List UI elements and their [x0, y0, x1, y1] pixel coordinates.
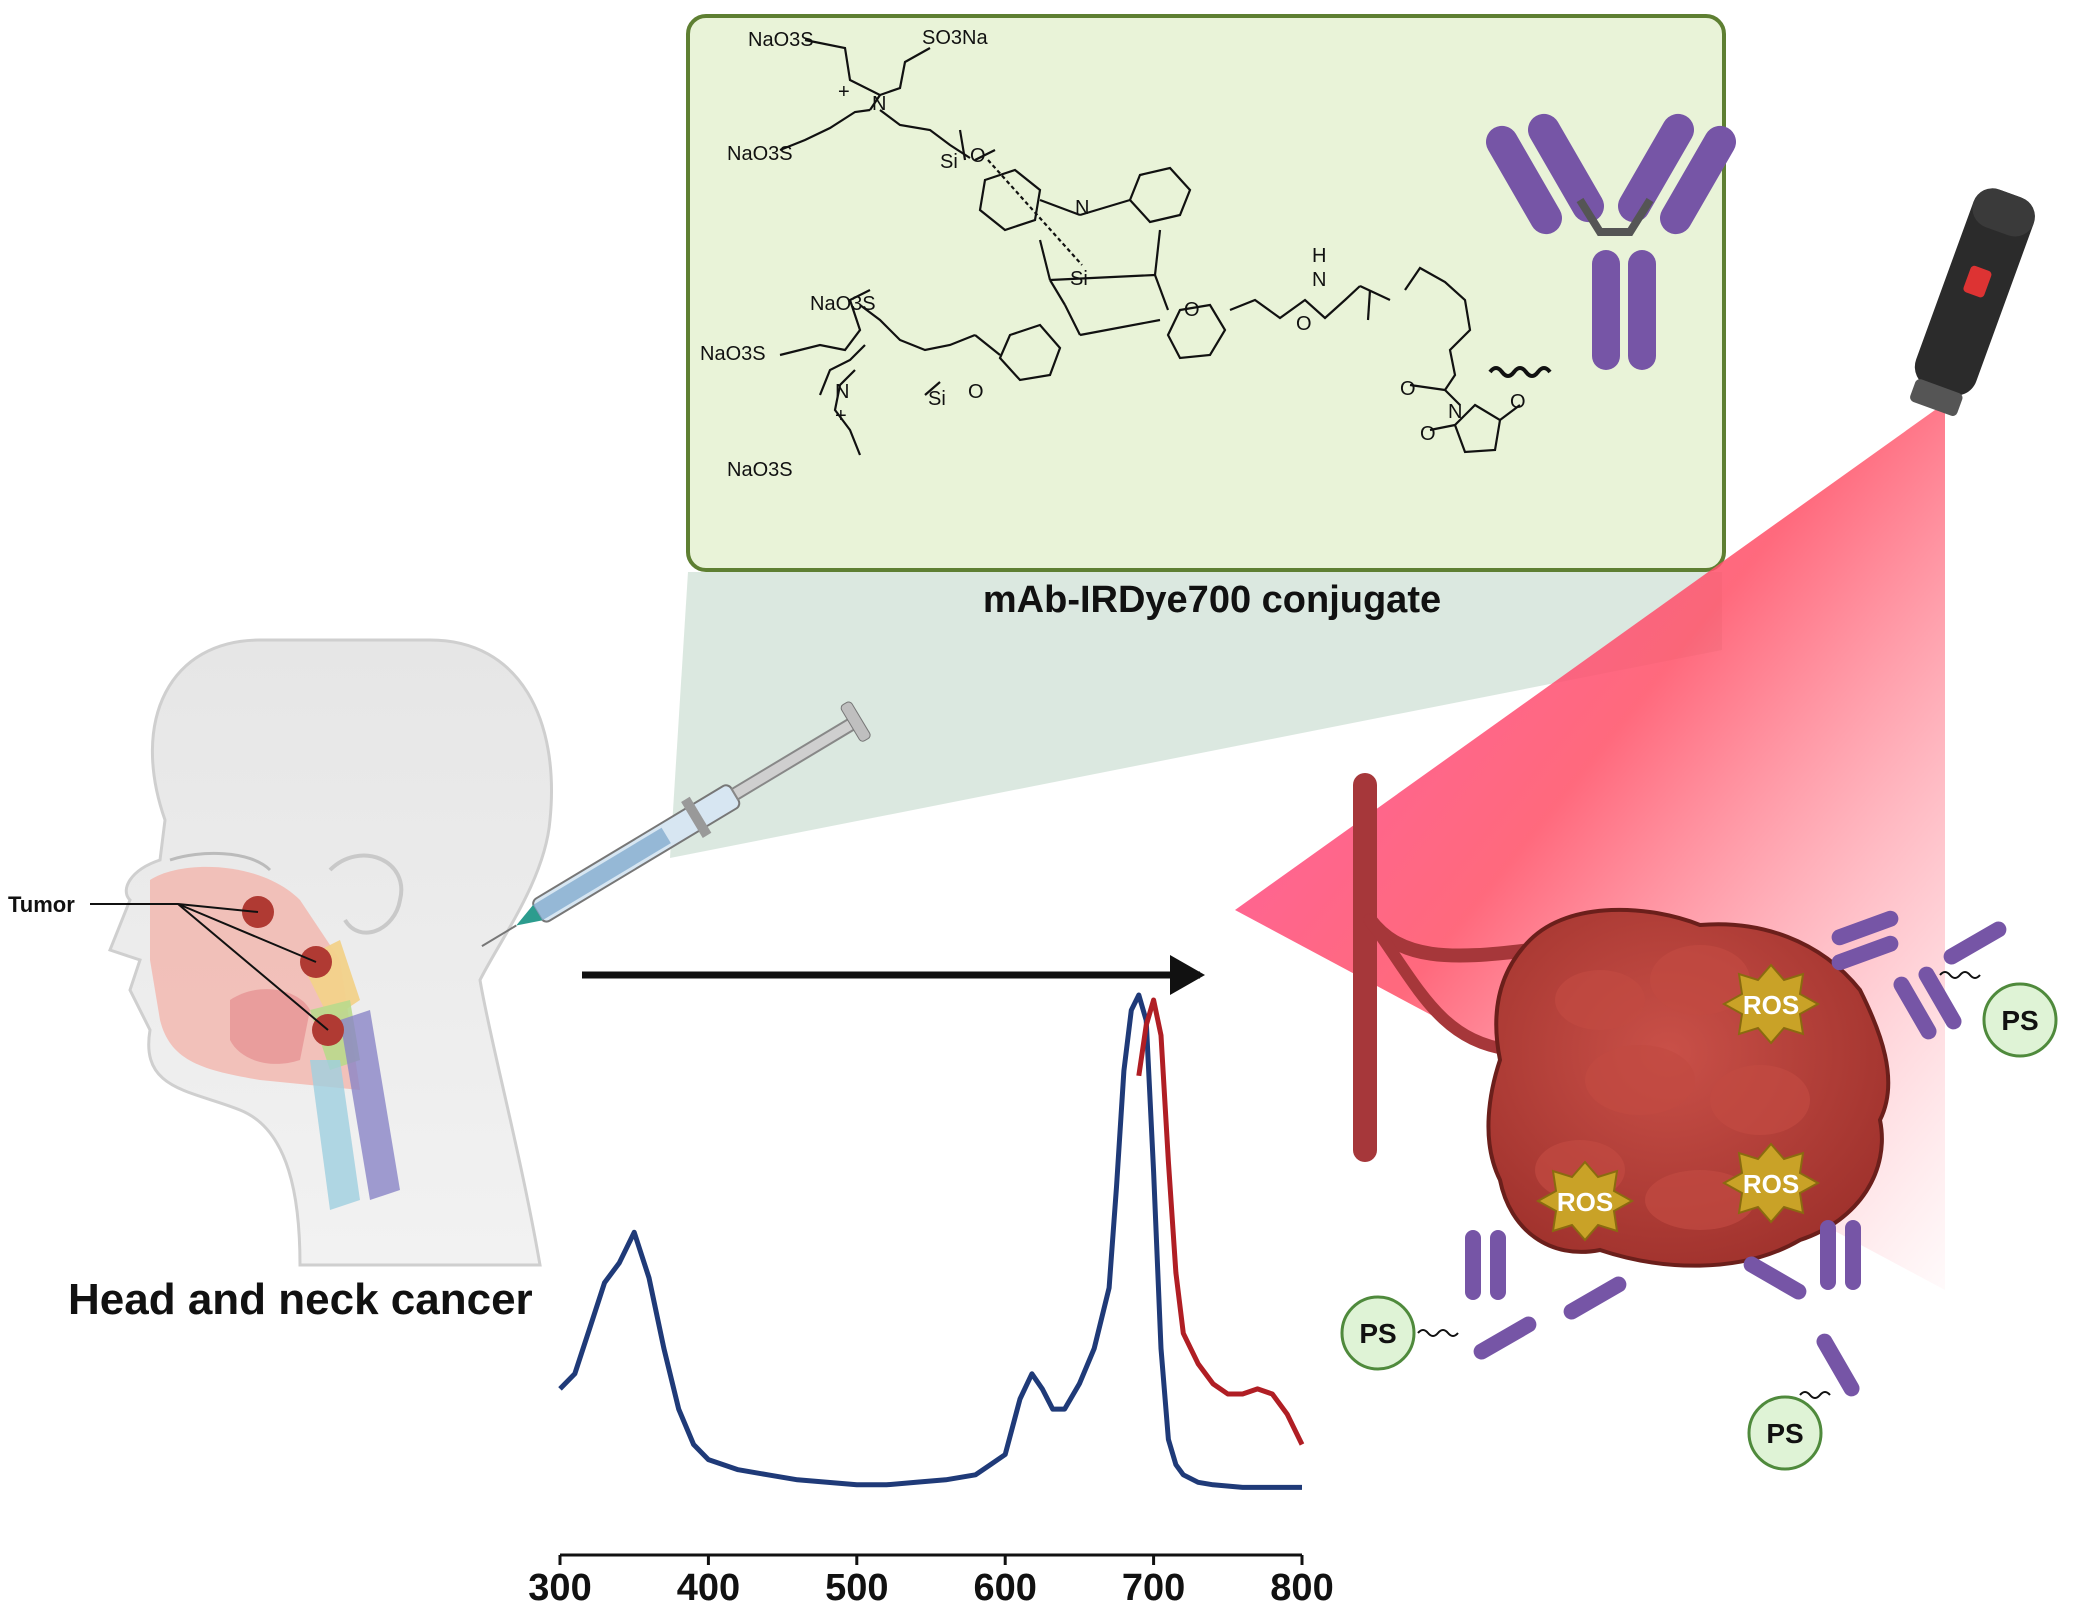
syringe-icon — [481, 701, 871, 947]
ros-burst: ROS — [1535, 1160, 1635, 1242]
x-tick-label: 800 — [1270, 1567, 1333, 1608]
x-tick-label: 400 — [677, 1567, 740, 1608]
atom-label: NaO3S — [700, 343, 766, 365]
absorption-curve — [558, 992, 1302, 1490]
antibody-icon — [1743, 1220, 1861, 1397]
atom-label: O — [1510, 391, 1526, 413]
atom-label: + — [835, 405, 847, 427]
atom-label: N — [1312, 269, 1326, 291]
atom-label: O — [970, 145, 986, 167]
atom-label: NaO3S — [810, 293, 876, 315]
structure-box — [686, 14, 1726, 572]
atom-label: H — [1312, 245, 1326, 267]
atom-label: Si — [940, 151, 958, 173]
atom-label: NaO3S — [727, 459, 793, 481]
atom-label: O — [1296, 313, 1312, 335]
atom-label: N — [1448, 401, 1462, 423]
head-anatomy-icon — [90, 638, 553, 1267]
ros-label: ROS — [1557, 1187, 1613, 1217]
atom-label: SO3Na — [922, 27, 988, 49]
zoom-fan — [670, 572, 1722, 858]
atom-label: + — [838, 81, 850, 103]
x-tick-label: 700 — [1122, 1567, 1185, 1608]
laser-pointer-icon — [1910, 188, 2035, 416]
atom-label: Si — [928, 388, 946, 410]
atom-label: O — [1184, 299, 1200, 321]
antibody-icon — [1486, 113, 1736, 370]
tumor-label: Tumor — [8, 892, 75, 917]
patient-caption: Head and neck cancer — [68, 1275, 533, 1324]
atom-label: N — [835, 381, 849, 403]
arrow-head-icon — [1170, 955, 1205, 995]
atom-label: Si — [1070, 268, 1088, 290]
atom-label: NaO3S — [748, 29, 814, 51]
emission-curve — [1136, 997, 1305, 1446]
x-tick-label: 300 — [528, 1567, 591, 1608]
atom-label: N — [1075, 197, 1089, 219]
ps-label: PS — [2001, 1005, 2038, 1036]
atom-label: O — [1400, 378, 1416, 400]
ps-badge: PS — [1982, 982, 2058, 1058]
ros-label: ROS — [1743, 1169, 1799, 1199]
ps-badge: PS — [1340, 1295, 1416, 1371]
atom-label: N — [872, 93, 886, 115]
antibody-icon — [1831, 910, 2007, 1040]
antibody-icon — [1465, 1230, 1627, 1360]
structure-panel: NaO3S SO3Na NaO3S NaO3S NaO3S NaO3S N + … — [686, 14, 1736, 572]
ps-label: PS — [1766, 1418, 1803, 1449]
ps-label: PS — [1359, 1318, 1396, 1349]
x-tick-label: 500 — [825, 1567, 888, 1608]
atom-label: NaO3S — [727, 143, 793, 165]
atom-label: O — [1420, 423, 1436, 445]
tumor-mass — [1486, 907, 1891, 1268]
ros-burst: ROS — [1721, 1142, 1821, 1224]
spectrum-chart: 300 400 500 600 700 800 — [528, 992, 1334, 1608]
ros-label: ROS — [1743, 990, 1799, 1020]
blood-vessel-icon — [1353, 773, 1537, 1162]
ros-burst: ROS — [1721, 963, 1821, 1045]
atom-label: O — [968, 381, 984, 403]
structure-caption: mAb-IRDye700 conjugate — [983, 579, 1441, 621]
x-tick-label: 600 — [973, 1567, 1036, 1608]
chemical-structure — [779, 38, 1552, 456]
ps-badge: PS — [1747, 1395, 1823, 1471]
